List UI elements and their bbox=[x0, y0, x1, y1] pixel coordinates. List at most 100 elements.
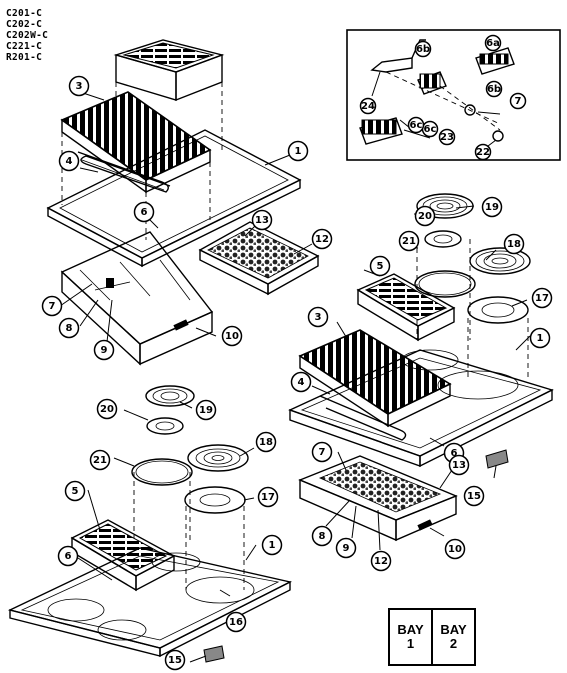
callout-label: 17 bbox=[261, 492, 275, 503]
callout-g2-8: 8 bbox=[311, 525, 333, 547]
grill-box bbox=[60, 231, 214, 366]
model-number: C202W-C bbox=[6, 30, 49, 41]
callout-g2-7: 7 bbox=[311, 441, 333, 463]
callout-label: 24 bbox=[361, 101, 375, 112]
callout-label: 12 bbox=[374, 556, 388, 567]
callout-g2-15: 15 bbox=[463, 485, 485, 507]
callout-g2-13: 13 bbox=[448, 454, 470, 476]
callout-g3-6: 6 bbox=[57, 545, 79, 567]
grill-cover-2 bbox=[356, 273, 456, 342]
callout-label: 7 bbox=[319, 447, 326, 458]
callout-g2-5: 5 bbox=[369, 255, 391, 277]
callout-g2-12: 12 bbox=[370, 550, 392, 572]
igniter-3 bbox=[203, 645, 225, 663]
callout-g2-4: 4 bbox=[290, 371, 312, 393]
callout-g2-20: 20 bbox=[414, 205, 436, 227]
callout-g3-18: 18 bbox=[255, 431, 277, 453]
callout-g1-13: 13 bbox=[251, 209, 273, 231]
callout-label: 15 bbox=[168, 655, 182, 666]
drip-bowl-3 bbox=[184, 486, 246, 514]
callout-g3-19: 19 bbox=[195, 399, 217, 421]
grill-grate-2 bbox=[298, 329, 452, 428]
drip-bowl-large bbox=[467, 296, 529, 324]
callout-g3-1: 1 bbox=[261, 534, 283, 556]
callout-label: 10 bbox=[448, 544, 462, 555]
callout-label: 12 bbox=[315, 234, 329, 245]
callout-label: 23 bbox=[440, 132, 454, 143]
callout-label: 8 bbox=[319, 531, 326, 542]
callout-label: 6a bbox=[486, 38, 500, 49]
callout-g2-17: 17 bbox=[531, 287, 553, 309]
callout-g2-1: 1 bbox=[529, 327, 551, 349]
callout-label: 5 bbox=[72, 486, 79, 497]
bay-2-number: 2 bbox=[449, 636, 458, 651]
callout-label: 19 bbox=[485, 202, 499, 213]
callout-g2-19: 19 bbox=[481, 196, 503, 218]
model-number: C201-C bbox=[6, 8, 43, 19]
callout-inset-6b: 6b bbox=[414, 40, 432, 58]
callout-label: 5 bbox=[377, 261, 384, 272]
callout-g2-10: 10 bbox=[444, 538, 466, 560]
callout-inset-24: 24 bbox=[359, 97, 377, 115]
cooktop-frame bbox=[46, 129, 302, 268]
callout-g3-21: 21 bbox=[89, 449, 111, 471]
callout-g1-8: 8 bbox=[58, 317, 80, 339]
callout-g1-6: 6 bbox=[133, 201, 155, 223]
callout-g1-1: 1 bbox=[287, 140, 309, 162]
callout-label: 3 bbox=[315, 312, 322, 323]
callout-label: 19 bbox=[199, 405, 213, 416]
callout-inset-6b: 6b bbox=[485, 80, 503, 98]
model-number: C202-C bbox=[6, 19, 43, 30]
callout-inset-23: 23 bbox=[438, 128, 456, 146]
callout-label: 9 bbox=[101, 345, 108, 356]
callout-g1-3: 3 bbox=[68, 75, 90, 97]
callout-inset-7: 7 bbox=[509, 92, 527, 110]
callout-label: 6b bbox=[416, 44, 430, 55]
inset-detail bbox=[346, 29, 561, 161]
group-2-bay-module bbox=[288, 193, 554, 551]
callout-label: 7 bbox=[515, 96, 522, 107]
callout-g3-15: 15 bbox=[164, 649, 186, 671]
callout-g2-21: 21 bbox=[398, 230, 420, 252]
bay-1-word: BAY bbox=[397, 622, 424, 637]
cooktop-frame-2 bbox=[288, 349, 554, 468]
callout-label: 17 bbox=[535, 293, 549, 304]
callout-inset-6c: 6c bbox=[421, 120, 439, 138]
callout-g3-20: 20 bbox=[96, 398, 118, 420]
callout-label: 1 bbox=[537, 333, 544, 344]
callout-label: 4 bbox=[298, 377, 305, 388]
trim-ring-3 bbox=[131, 458, 193, 486]
callout-label: 18 bbox=[259, 437, 273, 448]
heating-element bbox=[77, 151, 171, 193]
callout-label: 20 bbox=[418, 211, 432, 222]
callout-g1-7: 7 bbox=[41, 295, 63, 317]
callout-inset-22: 22 bbox=[474, 143, 492, 161]
callout-g2-3: 3 bbox=[307, 306, 329, 328]
callout-label: 6 bbox=[141, 207, 148, 218]
callout-g3-16: 16 bbox=[225, 611, 247, 633]
drip-bowl-small bbox=[424, 230, 462, 248]
group-3-burner-module bbox=[7, 385, 293, 663]
group-1-grill-module bbox=[46, 39, 320, 366]
grill-grate bbox=[60, 91, 212, 194]
drip-pan-2 bbox=[298, 455, 458, 542]
bay-2-cell: BAY 2 bbox=[431, 610, 474, 664]
bay-2-word: BAY bbox=[440, 622, 467, 637]
heating-element-2 bbox=[319, 395, 407, 441]
igniter bbox=[485, 449, 509, 469]
callout-g1-12: 12 bbox=[311, 228, 333, 250]
callout-label: 6 bbox=[451, 448, 458, 459]
callout-label: 13 bbox=[452, 460, 466, 471]
cooktop-frame-3 bbox=[7, 547, 293, 658]
callout-label: 6c bbox=[410, 120, 423, 131]
callout-label: 13 bbox=[255, 215, 269, 226]
callout-label: 6c bbox=[424, 124, 437, 135]
model-number: R201-C bbox=[6, 52, 43, 63]
callout-g3-17: 17 bbox=[257, 486, 279, 508]
callout-inset-6a: 6a bbox=[484, 34, 502, 52]
callout-g2-18: 18 bbox=[503, 233, 525, 255]
callout-label: 21 bbox=[402, 236, 416, 247]
trim-ring bbox=[414, 270, 476, 298]
